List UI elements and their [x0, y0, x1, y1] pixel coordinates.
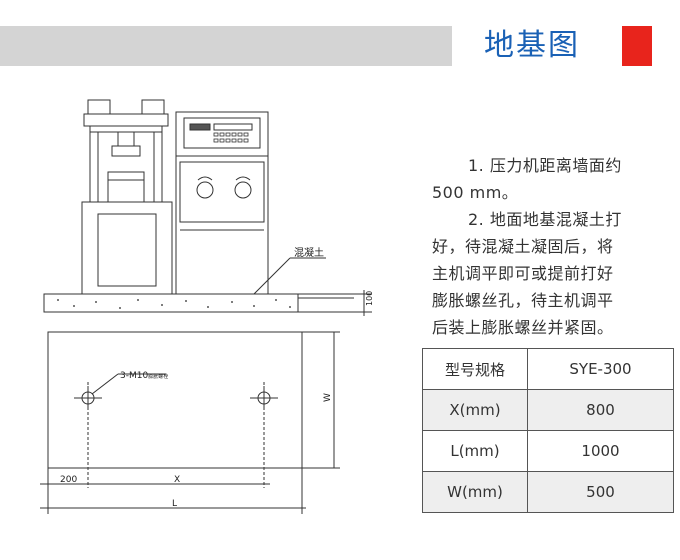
page-title: 地基图 [484, 28, 580, 63]
table-row: 型号规格 SYE-300 [422, 348, 674, 390]
table-cell-key: X(mm) [422, 389, 528, 431]
note-line: 主机调平即可或提前打好 [432, 264, 614, 283]
header-accent-block [622, 26, 652, 66]
press-machine-elevation [81, 99, 269, 295]
spec-table: 型号规格 SYE-300 X(mm) 800 L(mm) 1000 W(mm) … [422, 348, 674, 513]
header-notch [452, 26, 614, 66]
table-cell-value: SYE-300 [527, 348, 674, 390]
dim-w: W [323, 393, 333, 402]
dim-200: 200 [60, 475, 77, 485]
table-cell-key: L(mm) [422, 430, 528, 472]
note-line: 500 mm。 [432, 183, 519, 202]
dim-foundation-depth: 100 [365, 291, 374, 306]
foundation-drawing: 混凝土 100 3-M10膨胀螺栓 W 200 X L [40, 99, 374, 514]
dim-x: X [174, 475, 180, 485]
note-line: 后装上膨胀螺丝并紧固。 [432, 318, 614, 337]
callout-bolt: 3-M10膨胀螺栓 [120, 371, 168, 381]
note-line: 1. 压力机距离墙面约 [468, 156, 622, 175]
note-line: 好，待混凝土凝固后，将 [432, 237, 614, 256]
table-row: L(mm) 1000 [422, 430, 674, 472]
note-line: 2. 地面地基混凝土打 [468, 210, 622, 229]
table-row: W(mm) 500 [422, 471, 674, 513]
table-cell-key: W(mm) [422, 471, 528, 513]
table-cell-key: 型号规格 [422, 348, 528, 390]
table-cell-value: 500 [527, 471, 674, 513]
dim-l: L [172, 499, 177, 509]
table-cell-value: 1000 [527, 430, 674, 472]
table-cell-value: 800 [527, 389, 674, 431]
foundation-plan [40, 331, 340, 514]
foundation-slab [43, 257, 372, 316]
installation-notes: 1. 压力机距离墙面约 500 mm。 2. 地面地基混凝土打 好，待混凝土凝固… [432, 152, 664, 341]
note-line: 膨胀螺丝孔，待主机调平 [432, 291, 614, 310]
table-row: X(mm) 800 [422, 389, 674, 431]
label-concrete: 混凝土 [294, 246, 324, 259]
